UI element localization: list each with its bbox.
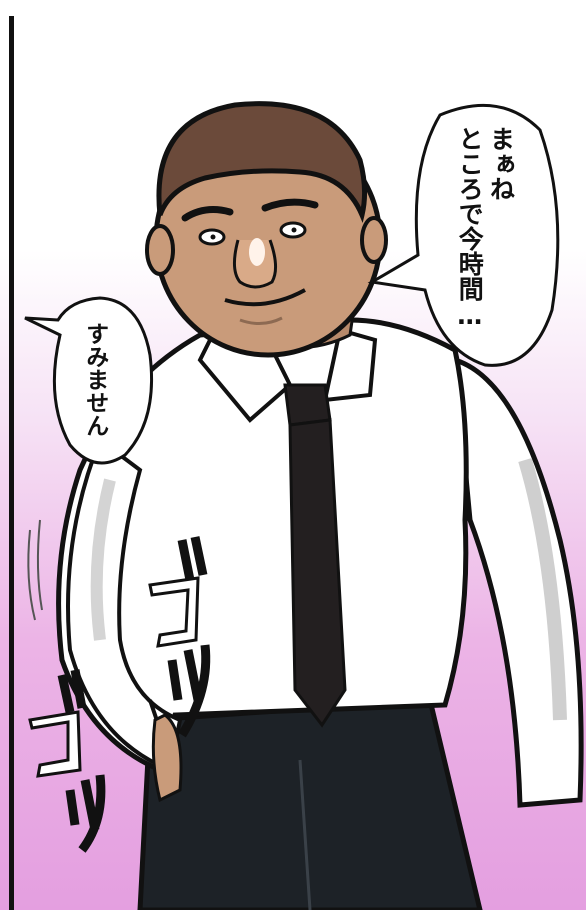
speech-bubble-left-shape [24, 296, 154, 465]
pants [137, 697, 483, 910]
speech-bubble-right-shape [367, 103, 560, 367]
speech-bubble-right: まぁね ところで今時間… [454, 126, 517, 330]
speech-bubble-left: すみません [81, 322, 108, 437]
hair [156, 101, 368, 223]
tie-knot [283, 383, 332, 427]
shirt [56, 317, 469, 774]
collar-right [322, 327, 378, 403]
panel-border-line [9, 16, 14, 910]
speech-bubble-right-line2: ところで今時間… [455, 126, 485, 330]
sfx-upper-glyphs [148, 536, 211, 738]
sfx-lower-glyphs [28, 669, 106, 853]
tie [288, 418, 347, 728]
speech-bubble-right-line1: まぁね [486, 126, 516, 201]
right-sleeve [452, 356, 584, 808]
